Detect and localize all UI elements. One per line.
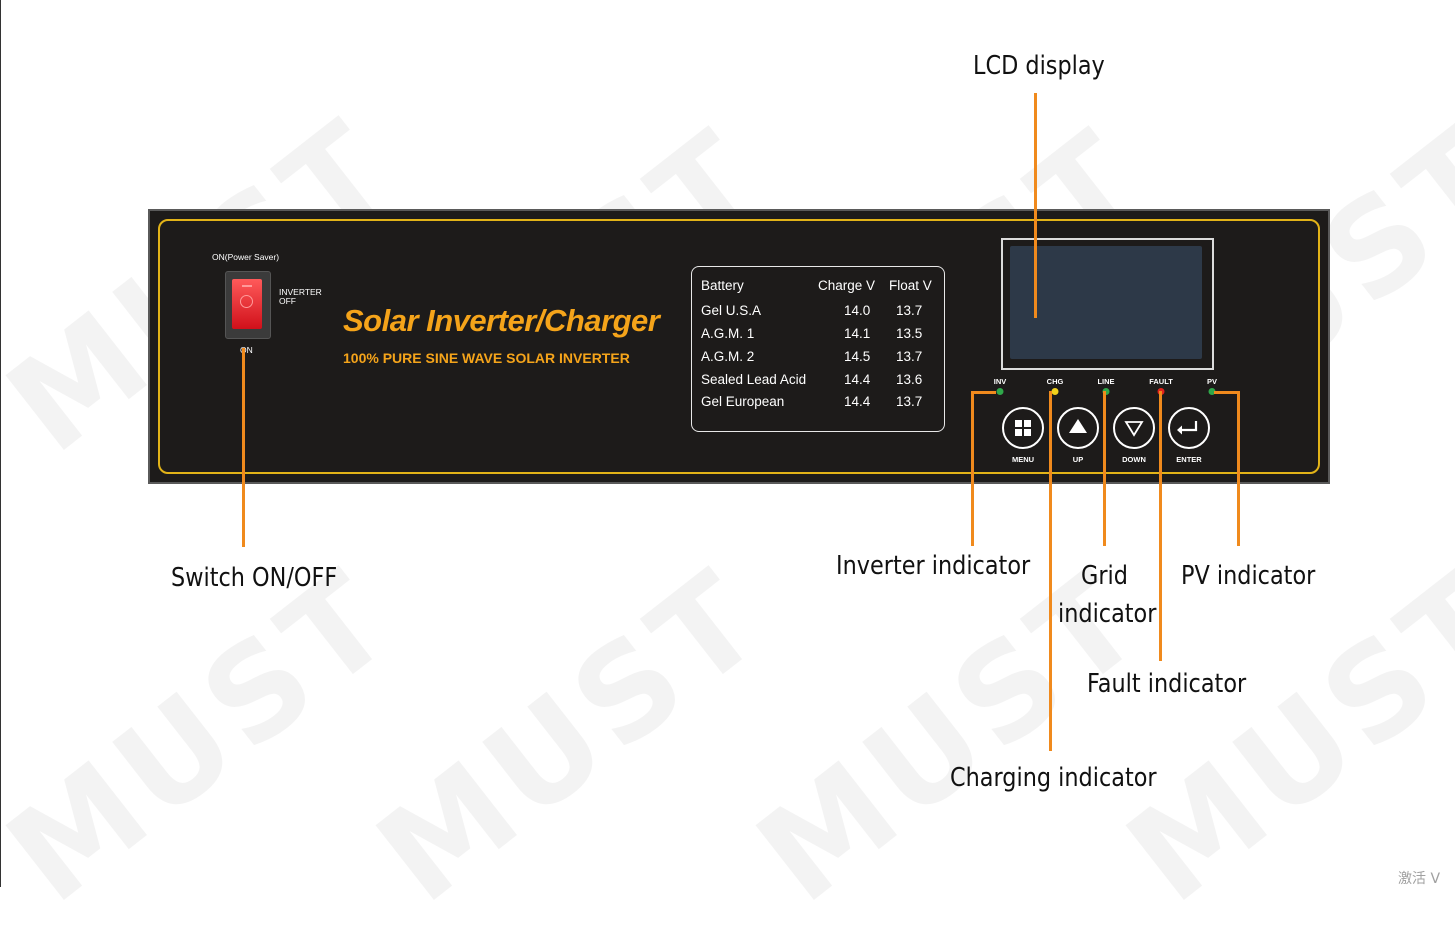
table-cell: Gel U.S.A <box>701 303 762 318</box>
lcd-leader-line <box>1034 93 1037 318</box>
switch-bottom-label: ON <box>240 345 253 355</box>
indicator-label-chg: CHG <box>1046 377 1064 386</box>
indicator-label-line: LINE <box>1097 377 1115 386</box>
pv-leader-line <box>1237 391 1240 546</box>
pv-led <box>1208 388 1216 395</box>
brand-title: Solar Inverter/Charger <box>343 303 660 338</box>
fault-leader-line <box>1159 391 1162 661</box>
table-header: Battery <box>701 278 744 293</box>
switch-on-mark-icon <box>240 295 253 308</box>
grid-leader-line <box>1103 391 1106 546</box>
triangle-up-icon <box>1069 419 1087 433</box>
table-header: Charge V <box>818 278 876 293</box>
brand-subtitle: 100% PURE SINE WAVE SOLAR INVERTER <box>343 350 630 366</box>
switch-side-label-2: OFF <box>279 296 296 306</box>
table-cell: A.G.M. 2 <box>701 349 755 364</box>
table-cell: 14.4 <box>844 394 871 409</box>
indicator-label-fault: FAULT <box>1149 377 1173 386</box>
table-cell: 13.5 <box>896 326 923 341</box>
grid-indicator-callout-line1: Grid <box>1081 561 1128 591</box>
fault-indicator-callout: Fault indicator <box>1087 669 1247 699</box>
down-button[interactable] <box>1113 407 1155 449</box>
table-cell: 14.0 <box>844 303 871 318</box>
pv-indicator-callout: PV indicator <box>1181 561 1316 591</box>
table-cell: A.G.M. 1 <box>701 326 755 341</box>
enter-button[interactable] <box>1168 407 1210 449</box>
charging-indicator-callout: Charging indicator <box>950 763 1157 793</box>
table-cell: 13.7 <box>896 303 923 318</box>
switch-callout: Switch ON/OFF <box>171 563 338 593</box>
switch-leader-line <box>242 348 245 547</box>
left-border <box>0 0 1 887</box>
triangle-down-icon <box>1124 421 1144 437</box>
switch-side-label-1: INVERTER <box>279 287 322 297</box>
panel-trim <box>158 219 1320 474</box>
table-header: Float V <box>889 278 932 293</box>
menu-button-label: MENU <box>1011 455 1035 464</box>
table-cell: 14.4 <box>844 372 871 387</box>
inverter-front-panel: ON(Power Saver) INVERTER OFF ON Solar In… <box>148 209 1330 484</box>
enter-button-label: ENTER <box>1176 455 1202 464</box>
enter-arrow-icon <box>1177 421 1198 435</box>
lcd-frame <box>1001 238 1214 370</box>
table-cell: Gel European <box>701 394 785 409</box>
watermark: MUST <box>0 540 421 931</box>
watermark: MUST <box>350 540 791 931</box>
menu-button[interactable] <box>1002 407 1044 449</box>
table-cell: 13.7 <box>896 349 923 364</box>
battery-table <box>691 266 945 432</box>
indicator-label-inv: INV <box>993 377 1007 386</box>
inverter-leader-line <box>971 391 974 546</box>
table-cell: 13.6 <box>896 372 923 387</box>
up-button-label: UP <box>1072 455 1084 464</box>
table-cell: 14.1 <box>844 326 871 341</box>
table-cell: 14.5 <box>844 349 871 364</box>
chg-led <box>1051 388 1059 395</box>
inverter-leader-elbow <box>971 391 996 394</box>
inv-led <box>996 388 1004 395</box>
table-cell: 13.7 <box>896 394 923 409</box>
up-button[interactable] <box>1057 407 1099 449</box>
switch-off-mark-icon <box>242 285 252 287</box>
corner-text: 激活 V <box>1398 871 1441 887</box>
charging-leader-line <box>1049 391 1052 751</box>
line-led <box>1102 388 1110 395</box>
windows-icon <box>1015 420 1031 436</box>
indicator-label-pv: PV <box>1206 377 1218 386</box>
lcd-screen <box>1010 246 1202 359</box>
grid-indicator-callout-line2: indicator <box>1058 599 1157 629</box>
pv-leader-elbow <box>1214 391 1240 394</box>
inverter-indicator-callout: Inverter indicator <box>836 551 1031 581</box>
down-button-label: DOWN <box>1122 455 1146 464</box>
lcd-display-callout: LCD display <box>973 51 1105 81</box>
table-cell: Sealed Lead Acid <box>701 372 807 387</box>
switch-top-label: ON(Power Saver) <box>212 252 280 262</box>
